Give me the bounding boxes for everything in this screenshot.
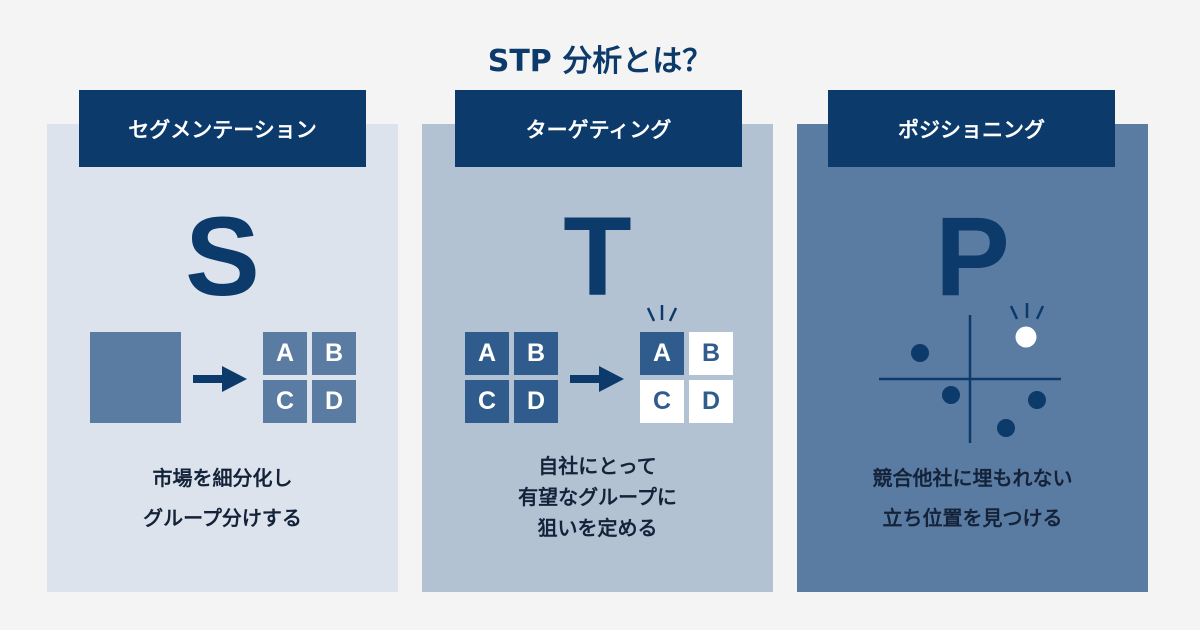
segmentation-letter: S: [185, 194, 260, 319]
segmentation-description: 市場を細分化し グループ分けする: [47, 458, 398, 538]
competitor-dots: [911, 344, 1046, 437]
page-title: STP 分析とは？: [487, 44, 713, 79]
targeting-header: ターゲティング: [455, 90, 742, 167]
highlight-rays-icon: [1009, 303, 1045, 320]
desc-line: 自社にとって: [538, 454, 657, 478]
targeting-description: 自社にとって 有望なグループに 狙いを定める: [422, 451, 773, 544]
desc-line: 有望なグループに: [518, 485, 677, 509]
positioning-letter: P: [935, 194, 1010, 319]
desc-line: 競合他社に埋もれない: [872, 466, 1073, 490]
segment-tile-b: B: [312, 332, 356, 375]
targeting-letter: T: [563, 194, 632, 319]
target-after-tile-b: B: [689, 332, 733, 375]
target-before-tile-b: B: [514, 332, 558, 375]
target-before-tile-c: C: [465, 380, 509, 423]
target-after-tile-d: D: [689, 380, 733, 423]
target-before-tile-a: A: [465, 332, 509, 375]
desc-line: グループ分けする: [143, 506, 302, 530]
highlight-rays-icon: [646, 305, 678, 322]
positioning-axes: [879, 315, 1061, 443]
desc-line: 狙いを定める: [537, 516, 658, 540]
positioning-description: 競合他社に埋もれない 立ち位置を見つける: [797, 458, 1148, 538]
target-after-tile-c: C: [640, 380, 684, 423]
whole-market-square: [90, 332, 181, 423]
target-before-tile-d: D: [514, 380, 558, 423]
desc-line: 市場を細分化し: [152, 466, 293, 490]
own-position-dot: [1015, 326, 1037, 348]
target-after-tile-a-selected: A: [640, 332, 684, 375]
segmentation-header: セグメンテーション: [79, 90, 366, 167]
arrow-right-icon: [570, 366, 624, 392]
positioning-header: ポジショニング: [828, 90, 1115, 167]
segment-tile-c: C: [263, 380, 307, 423]
arrow-right-icon: [193, 366, 247, 392]
segment-tile-a: A: [263, 332, 307, 375]
segment-tile-d: D: [312, 380, 356, 423]
desc-line: 立ち位置を見つける: [882, 506, 1063, 530]
